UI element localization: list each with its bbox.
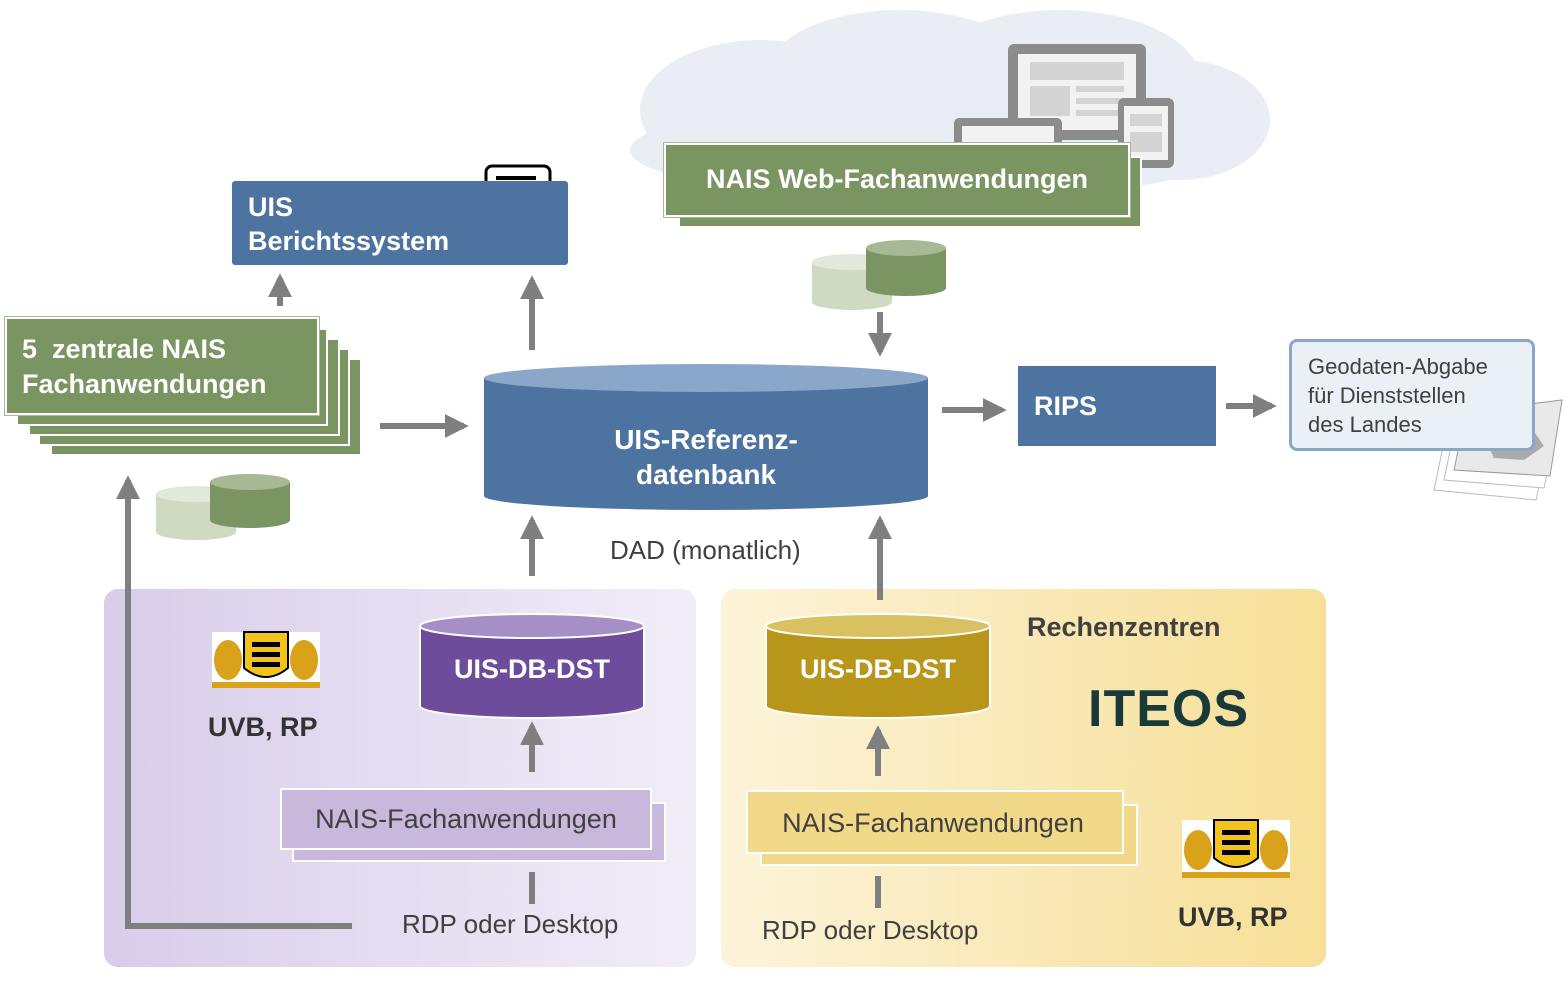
rips-box xyxy=(1018,366,1216,446)
database-pair-icon-top xyxy=(812,240,946,310)
left-apps-box xyxy=(280,788,652,850)
web-fachanwendungen-label: NAIS Web-Fachanwendungen xyxy=(705,164,1089,194)
right-org-label: UVB, RP xyxy=(1178,902,1288,932)
zentrale-nais-label: 5 zentrale NAIS Fachanwendungen xyxy=(22,334,267,399)
arrows xyxy=(116,273,1277,929)
right-access-label: RDP oder Desktop xyxy=(762,915,979,945)
zentrale-nais-box xyxy=(5,317,319,415)
left-org-label: UVB, RP xyxy=(208,712,318,742)
rips-label: RIPS xyxy=(1034,391,1098,421)
berichtssystem-box xyxy=(232,181,568,265)
web-fachanwendungen-box xyxy=(664,143,1130,217)
right-apps-box xyxy=(746,790,1124,854)
coat-of-arms-icon-left xyxy=(212,631,320,688)
left-access-label: RDP oder Desktop xyxy=(402,909,619,939)
referenzdatenbank-cylinder xyxy=(484,364,928,510)
right-uis-db-dst-cylinder xyxy=(765,613,991,719)
left-apps-label: NAIS-Fachanwendungen xyxy=(315,804,617,834)
iteos-logo: ITEOS xyxy=(1088,680,1250,738)
right-apps-label: NAIS-Fachanwendungen xyxy=(782,808,1084,838)
right-db-label: UIS-DB-DST xyxy=(800,654,956,684)
coat-of-arms-icon-right xyxy=(1182,819,1290,878)
rechenzentren-title: Rechenzentren xyxy=(1027,612,1221,642)
database-pair-icon-left xyxy=(156,474,290,540)
left-db-label: UIS-DB-DST xyxy=(454,654,610,684)
geodaten-box xyxy=(1289,339,1535,451)
geodaten-label: Geodaten-Abgabe für Dienststellen des La… xyxy=(1308,354,1488,437)
berichtssystem-label: UIS Berichtssystem xyxy=(248,192,450,256)
referenzdatenbank-label: UIS-Referenz- datenbank xyxy=(614,424,798,490)
left-uis-db-dst-cylinder xyxy=(419,613,645,719)
dad-label: DAD (monatlich) xyxy=(610,535,801,565)
